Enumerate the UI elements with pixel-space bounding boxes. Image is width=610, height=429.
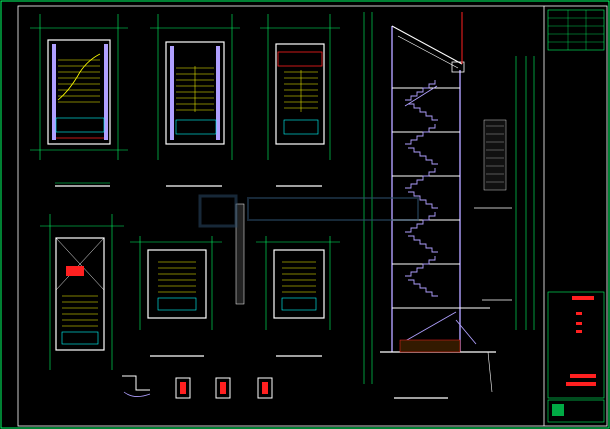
detail-3 xyxy=(215,377,231,399)
detail-4 xyxy=(257,377,273,399)
detail-1 xyxy=(122,375,151,397)
stair-plan-4 xyxy=(40,214,124,370)
stair-section xyxy=(363,12,535,399)
stair-plan-6 xyxy=(235,203,340,357)
detail-2 xyxy=(175,377,191,399)
stair-plan-5 xyxy=(130,236,222,357)
drawing-frame xyxy=(17,5,608,427)
watermark xyxy=(198,194,419,228)
stair-plan-2 xyxy=(150,14,240,187)
title-block xyxy=(543,6,605,426)
stair-plan-3 xyxy=(260,14,340,187)
stair-plan-1 xyxy=(30,14,128,187)
